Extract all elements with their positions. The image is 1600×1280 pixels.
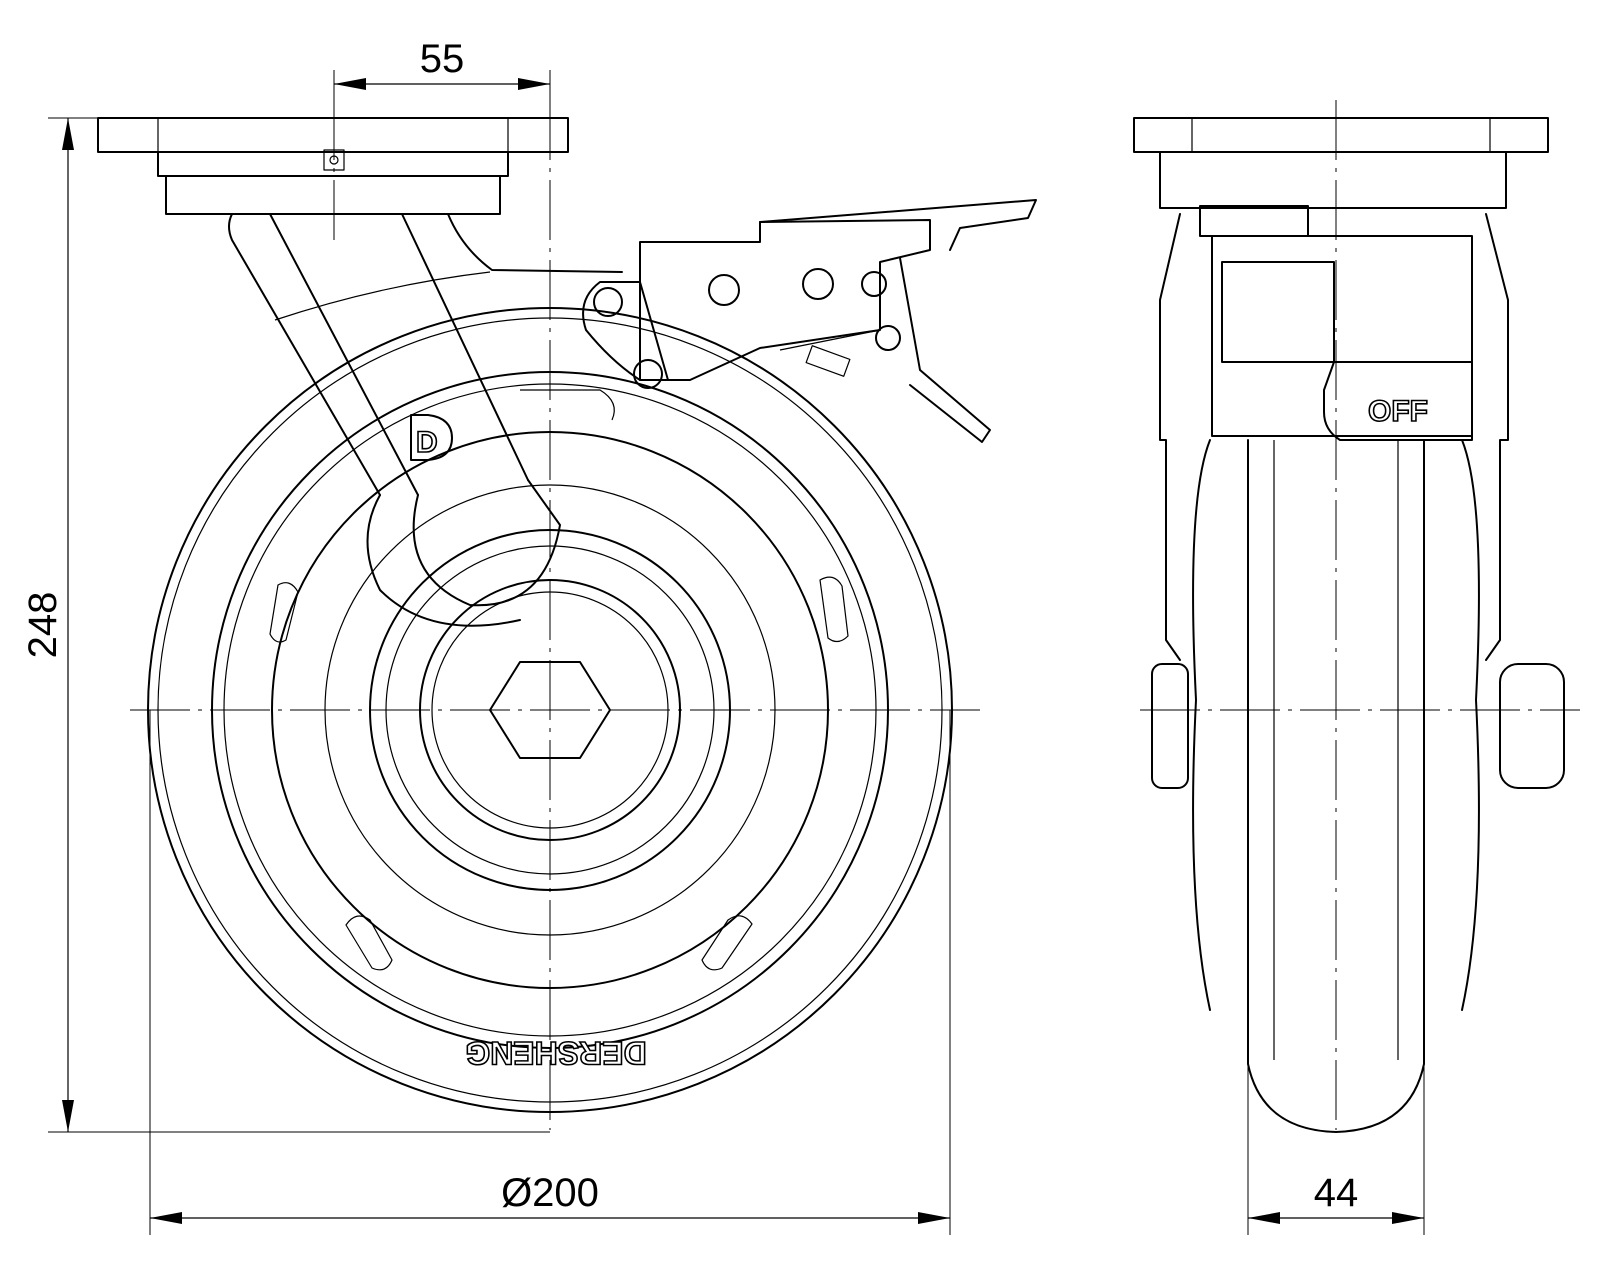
rear-wheel xyxy=(1192,439,1480,1133)
height-dimension-label: 248 xyxy=(21,592,65,659)
top-plate xyxy=(97,117,569,215)
dimension-width: 44 xyxy=(1247,1060,1425,1235)
dimension-diameter: Ø200 xyxy=(149,710,951,1235)
logo-d-icon xyxy=(410,414,453,461)
side-view: D xyxy=(97,100,1037,1130)
rear-fork: OFF xyxy=(1151,205,1565,789)
brand-engraving: DERSHENG xyxy=(465,1035,646,1071)
dimension-offset: 55 xyxy=(333,37,551,118)
offset-dimension-label: 55 xyxy=(420,37,465,81)
width-dimension-label: 44 xyxy=(1314,1171,1359,1215)
rear-view: OFF xyxy=(1133,100,1580,1133)
rear-top-plate xyxy=(1133,117,1549,209)
brake-assembly xyxy=(520,199,1037,443)
diameter-dimension-label: Ø200 xyxy=(501,1171,599,1215)
lock-label: OFF xyxy=(1368,395,1428,428)
logo-mark: D xyxy=(416,426,438,459)
fork-body: D xyxy=(228,213,623,627)
dimension-height: 248 xyxy=(21,117,550,1133)
